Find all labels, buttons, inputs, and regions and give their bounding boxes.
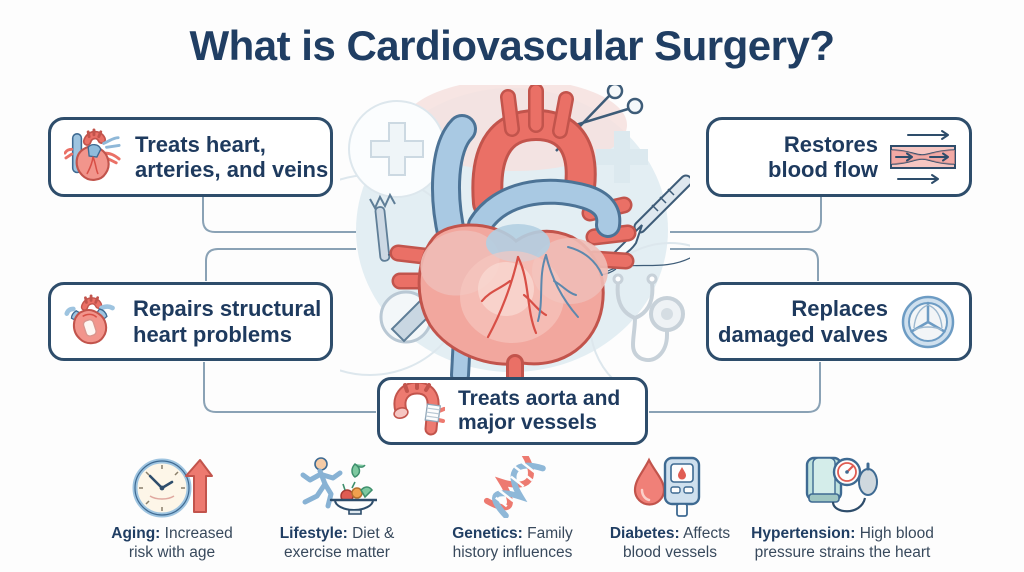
risk-hypertension: Hypertension: High blood pressure strain… (735, 454, 950, 563)
cross-icon (596, 131, 648, 183)
callout-restores-flow: Restores blood flow (706, 117, 972, 197)
callout-label: Restores blood flow (768, 131, 878, 182)
callout-treats-aorta: Treats aorta and major vessels (377, 377, 648, 445)
hypertension-bp-icon (805, 456, 878, 513)
risk-factor-row: Aging: Increased risk with age (0, 450, 1024, 572)
heart-valve-icon (901, 295, 955, 348)
risk-text: Diabetes: Affects blood vessels (609, 525, 731, 562)
risk-text: Hypertension: High blood pressure strain… (751, 525, 934, 562)
retractor-icon (369, 192, 396, 262)
callout-label: Treats aorta and major vessels (458, 387, 621, 434)
anatomical-heart (389, 85, 637, 380)
callout-replaces-valves: Replaces damaged valves (706, 282, 972, 361)
blood-flow-icon (890, 130, 956, 184)
risk-diabetes: Diabetes: Affects blood vessels (585, 454, 755, 563)
callout-label: Treats heart, arteries, and veins (135, 131, 329, 182)
callout-label: Repairs structural heart problems (133, 296, 322, 347)
aging-clock-icon (132, 458, 213, 518)
risk-text: Aging: Increased risk with age (111, 525, 233, 562)
stethoscope-icon (612, 273, 685, 362)
callout-repairs-structural: Repairs structural heart problems (48, 282, 333, 361)
cross-icon (370, 122, 424, 176)
callout-treats-heart: Treats heart, arteries, and veins (48, 117, 333, 197)
risk-lifestyle: Lifestyle: Diet & exercise matter (252, 454, 422, 563)
heart-illustration (340, 85, 690, 380)
diabetes-glucose-icon (633, 456, 701, 517)
heart-patch-icon (64, 293, 115, 344)
risk-text: Lifestyle: Diet & exercise matter (279, 525, 395, 562)
heart-vessels-icon (64, 128, 121, 181)
lifestyle-runner-icon (300, 457, 377, 515)
genetics-dna-icon (483, 456, 546, 518)
aorta-icon (393, 383, 445, 436)
risk-genetics: Genetics: Family history influences (425, 454, 600, 563)
callout-label: Replaces damaged valves (718, 296, 888, 347)
page-title: What is Cardiovascular Surgery? (189, 22, 835, 69)
risk-aging: Aging: Increased risk with age (82, 454, 262, 563)
risk-text: Genetics: Family history influences (452, 525, 573, 562)
